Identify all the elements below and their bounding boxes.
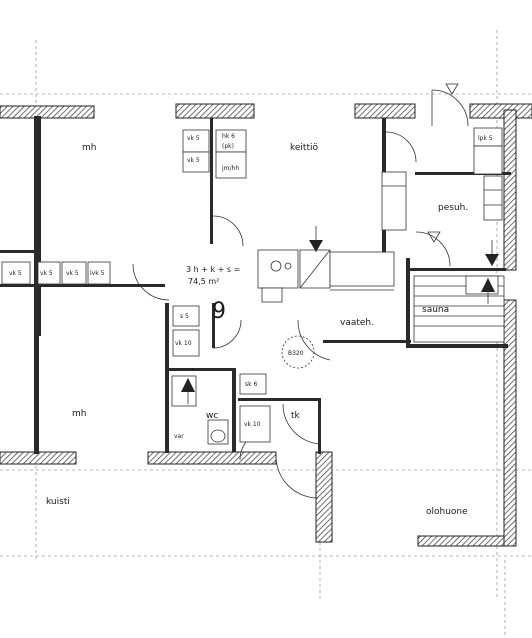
room-label-pesuh: pesuh. [438,203,468,213]
fixture-hk6: hk 6 [222,133,235,140]
room-label-olohuone: olohuone [426,507,468,517]
fixture-vk10-hall: vk 10 [175,340,192,347]
apartment-area: 74,5 m² [188,277,219,286]
fixture-vk5-kitchen-b: vk 5 [187,157,200,164]
door-code-marker [281,335,315,369]
fixture-jmhh: jm/hh [221,165,239,172]
door-code: B320 [288,350,304,357]
room-label-mh-bottom: mh [72,409,86,419]
room-label-kuisti: kuisti [46,497,70,507]
fixture-var: var [174,433,184,440]
room-label-keittio: keittiö [290,143,318,153]
fixture-s5: s 5 [180,313,189,320]
door-swings [132,89,469,499]
kitchen-counter [257,249,395,303]
room-label-wc: wc [206,411,218,421]
apartment-number: 9 [212,299,226,324]
room-label-tk: tk [291,411,301,421]
room-label-sauna: sauna [422,305,449,315]
vent-symbols [181,226,499,404]
sauna-bench [413,275,505,343]
room-label-mh-top: mh [82,143,96,153]
exterior-walls [0,103,532,547]
fixture-lpk5: lpk 5 [478,135,493,142]
fixture-pk: (pk) [222,143,234,150]
fixture-vk5-w1: vk 5 [9,270,22,277]
room-label-vaateh: vaateh. [340,318,374,328]
fixture-vk5-w2: vk 5 [40,270,53,277]
fixture-lvk5: lvk 5 [90,270,105,277]
apartment-type: 3 h + k + s = [186,265,240,274]
fixture-vk5-kitchen-a: vk 5 [187,135,200,142]
cabinets [1,127,503,443]
fixture-vk10-wc: vk 10 [244,421,261,428]
fixture-sk6: sk 6 [245,381,258,388]
triangle-markers [427,83,459,243]
fixture-vk5-w3: vk 5 [66,270,79,277]
